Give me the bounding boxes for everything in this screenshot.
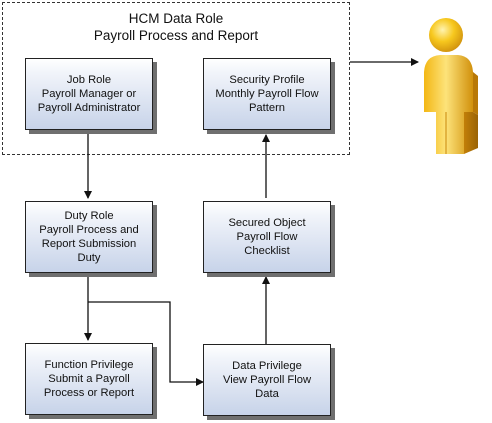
frame-title-line-1: HCM Data Role [128, 11, 224, 26]
security-profile-box: Security Profile Monthly Payroll Flow Pa… [203, 58, 331, 130]
data-privilege-box: Data Privilege View Payroll Flow Data [203, 344, 331, 416]
security-profile-line-1: Security Profile [229, 74, 305, 86]
secured-object-line-1: Secured Object [228, 217, 306, 229]
person-icon [424, 18, 478, 154]
duty-role-line-1: Duty Role [64, 210, 114, 222]
security-profile-line-2: Monthly Payroll Flow [215, 88, 319, 100]
job-role-line-2: Payroll Manager or [41, 88, 137, 100]
hcm-data-role-frame [2, 2, 350, 155]
function-privilege-line-1: Function Privilege [44, 359, 134, 371]
job-role-box: Job Role Payroll Manager or Payroll Admi… [25, 58, 153, 130]
arrow-duty-role-to-data-privilege [88, 301, 204, 386]
function-privilege-line-3: Process or Report [43, 387, 135, 399]
data-privilege-line-1: Data Privilege [232, 360, 302, 372]
duty-role-line-2: Payroll Process and [39, 224, 139, 236]
job-role-line-1: Job Role [66, 74, 112, 86]
duty-role-line-3: Report Submission [41, 238, 137, 250]
data-privilege-line-2: View Payroll Flow [222, 374, 312, 386]
security-profile-line-3: Pattern [248, 102, 286, 114]
job-role-line-3: Payroll Administrator [37, 102, 141, 114]
frame-title-line-2: Payroll Process and Report [93, 28, 259, 43]
secured-object-line-2: Payroll Flow [236, 231, 298, 243]
duty-role-line-4: Duty [77, 252, 101, 264]
secured-object-box: Secured Object Payroll Flow Checklist [203, 201, 331, 273]
function-privilege-box: Function Privilege Submit a Payroll Proc… [25, 343, 153, 415]
data-privilege-line-3: Data [255, 388, 279, 400]
secured-object-line-3: Checklist [244, 245, 290, 257]
function-privilege-line-2: Submit a Payroll [48, 373, 130, 385]
duty-role-box: Duty Role Payroll Process and Report Sub… [25, 201, 153, 273]
hcm-data-role-title: HCM Data Role Payroll Process and Report [2, 10, 350, 44]
